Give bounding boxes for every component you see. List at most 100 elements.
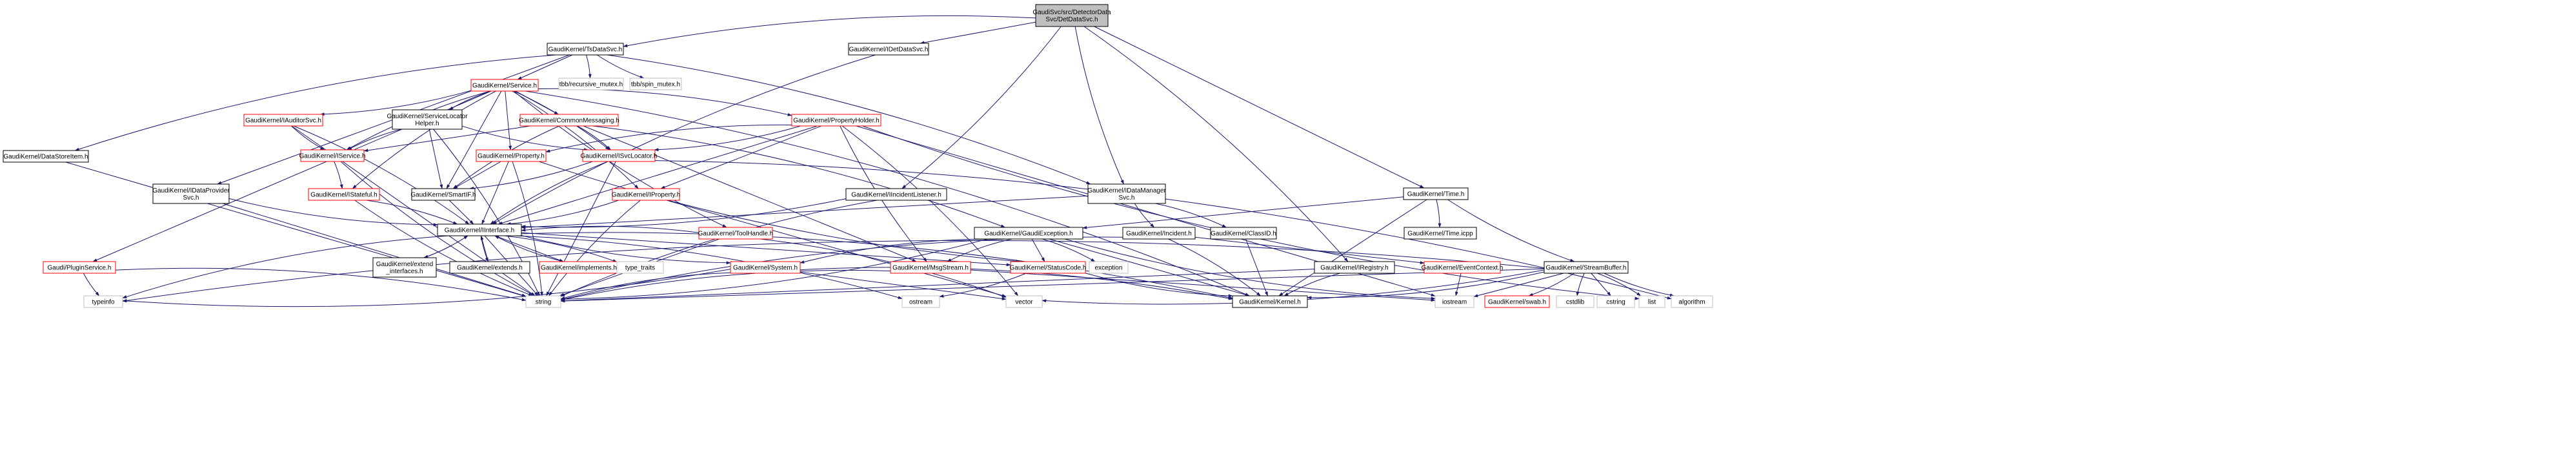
node-ext[interactable]: GaudiKernel/extends.h — [449, 261, 530, 274]
edge-root-to-tsds — [623, 15, 1036, 48]
node-iprop[interactable]: GaudiKernel/IProperty.h — [612, 188, 681, 201]
node-ms[interactable]: GaudiKernel/MsgStream.h — [890, 261, 971, 274]
node-label: GaudiKernel/EventContext.h — [1422, 265, 1504, 272]
node-box-eif — [372, 257, 437, 278]
node-ec[interactable]: GaudiKernel/EventContext.h — [1422, 261, 1504, 274]
edge-gex-to-exc — [1041, 238, 1096, 262]
node-box-time — [1403, 187, 1469, 200]
node-time[interactable]: GaudiKernel/Time.h — [1403, 187, 1469, 200]
edge-sys-to-vector — [800, 271, 1007, 300]
node-box-ostream — [901, 295, 940, 308]
edge-iface-to-kernel — [521, 232, 1233, 299]
edge-sb-to-cstdlib — [1576, 273, 1585, 296]
node-tbbsm[interactable]: tbb/spin_mutex.h — [629, 78, 682, 90]
node-box-cid — [1210, 227, 1277, 240]
node-istate[interactable]: GaudiKernel/IStateful.h — [308, 188, 380, 201]
node-eif[interactable]: GaudiKernel/extend_interfaces.h — [372, 257, 437, 278]
node-box-prop — [476, 149, 547, 162]
node-box-istate — [308, 188, 380, 201]
edge-cm-to-gex — [592, 125, 1006, 228]
node-algorithm[interactable]: algorithm — [1671, 295, 1713, 308]
edge-iface-to-tt — [504, 235, 618, 263]
node-label: GaudiKernel/Incident.h — [1126, 231, 1192, 238]
node-iostream[interactable]: iostream — [1434, 295, 1474, 308]
node-box-sb — [1544, 261, 1629, 274]
edge-sb-to-iostream — [1473, 273, 1564, 297]
node-impl[interactable]: GaudiKernel/implements.h — [539, 261, 619, 274]
edge-iaud-to-isvc — [291, 125, 325, 150]
node-box-iaud — [243, 114, 323, 127]
node-box-th — [698, 227, 773, 240]
node-prop[interactable]: GaudiKernel/Property.h — [476, 149, 547, 162]
node-inc[interactable]: GaudiKernel/Incident.h — [1122, 227, 1196, 240]
edge-svc-to-iprop — [512, 90, 639, 189]
node-typeinfo[interactable]: typeinfo — [83, 295, 123, 308]
node-box-list — [1638, 295, 1665, 308]
node-gex[interactable]: GaudiKernel/GaudiException.h — [974, 227, 1083, 240]
node-sif[interactable]: GaudiKernel/SmartIF.h — [410, 188, 476, 201]
node-vector[interactable]: vector — [1005, 295, 1043, 308]
edge-tsds-to-svc — [517, 54, 573, 80]
node-label: cstring — [1606, 299, 1625, 306]
node-label: GaudiKernel/Time.icpp — [1407, 231, 1473, 238]
edge-ps-to-string — [115, 267, 527, 302]
node-tt[interactable]: type_traits — [616, 261, 664, 274]
edge-root-to-idds — [920, 21, 1036, 45]
node-ostream[interactable]: ostream — [901, 295, 940, 308]
edge-tsds-to-tbbsm — [596, 54, 645, 79]
node-iil[interactable]: GaudiKernel/IIncidentListener.h — [845, 188, 947, 201]
node-label: vector — [1015, 299, 1033, 306]
node-label: GaudiKernel/IStateful.h — [310, 192, 377, 199]
edge-istate-to-string — [354, 200, 533, 296]
edge-iil-to-string — [560, 200, 878, 297]
node-list[interactable]: list — [1638, 295, 1665, 308]
node-box-cstdlib — [1556, 295, 1595, 308]
edge-iprop-to-string — [548, 200, 641, 296]
node-ph[interactable]: GaudiKernel/PropertyHolder.h — [791, 114, 881, 127]
node-box-ms — [890, 261, 971, 274]
edge-ph-to-list — [862, 125, 1640, 300]
node-root[interactable]: GaudiSvc/src/DetectorDataSvc/DetDataSvc.… — [1032, 4, 1111, 27]
node-iface[interactable]: GaudiKernel/IInterface.h — [437, 223, 522, 236]
edge-svc-to-istate — [352, 90, 496, 189]
node-swab[interactable]: GaudiKernel/swab.h — [1484, 295, 1550, 308]
node-idds[interactable]: GaudiKernel/IDetDataSvc.h — [848, 43, 929, 56]
node-ireg[interactable]: GaudiKernel/IRegistry.h — [1314, 261, 1395, 274]
edge-root-to-iil — [901, 26, 1062, 189]
node-cstdlib[interactable]: cstdlib — [1556, 295, 1595, 308]
edge-isvcl-to-algorithm — [654, 160, 1672, 300]
node-tsds[interactable]: GaudiKernel/TsDataSvc.h — [547, 43, 624, 56]
node-label: GaudiKernel/IService.h — [299, 153, 366, 160]
edge-ph-to-isvcl — [654, 125, 801, 152]
node-box-sys — [730, 261, 801, 274]
node-label: exception — [1095, 265, 1123, 272]
node-box-ec — [1424, 261, 1501, 274]
node-box-string — [525, 295, 561, 308]
node-cm[interactable]: GaudiKernel/CommonMessaging.h — [519, 114, 619, 127]
node-exc[interactable]: exception — [1089, 261, 1129, 274]
node-sb[interactable]: GaudiKernel/StreamBuffer.h — [1544, 261, 1629, 274]
node-label: GaudiKernel/GaudiException.h — [984, 231, 1072, 238]
node-isvc[interactable]: GaudiKernel/IService.h — [299, 149, 366, 162]
node-sc[interactable]: GaudiKernel/StatusCode.h — [1010, 261, 1087, 274]
node-tbbrm[interactable]: tbb/recursive_mutex.h — [558, 78, 624, 90]
node-dsi[interactable]: GaudiKernel/DataStoreItem.h — [3, 150, 89, 163]
node-label: GaudiKernel/MsgStream.h — [892, 265, 969, 272]
node-ps[interactable]: Gaudi/PluginService.h — [43, 261, 116, 274]
node-kernel[interactable]: GaudiKernel/Kernel.h — [1232, 295, 1308, 308]
node-iaud[interactable]: GaudiKernel/IAuditorSvc.h — [243, 114, 323, 127]
node-string[interactable]: string — [525, 295, 561, 308]
node-cstring[interactable]: cstring — [1596, 295, 1635, 308]
edge-iface-to-sc — [521, 232, 1011, 267]
node-ticpp[interactable]: GaudiKernel/Time.icpp — [1404, 227, 1477, 240]
node-sys[interactable]: GaudiKernel/System.h — [730, 261, 801, 274]
node-isvcl[interactable]: GaudiKernel/ISvcLocator.h — [581, 149, 658, 162]
node-cid[interactable]: GaudiKernel/ClassID.h — [1210, 227, 1277, 240]
node-label: GaudiKernel/DataStoreItem.h — [3, 154, 88, 161]
node-th[interactable]: GaudiKernel/ToolHandle.h — [698, 227, 774, 240]
edge-svc-to-th — [513, 90, 727, 228]
node-svc[interactable]: GaudiKernel/Service.h — [470, 79, 539, 92]
